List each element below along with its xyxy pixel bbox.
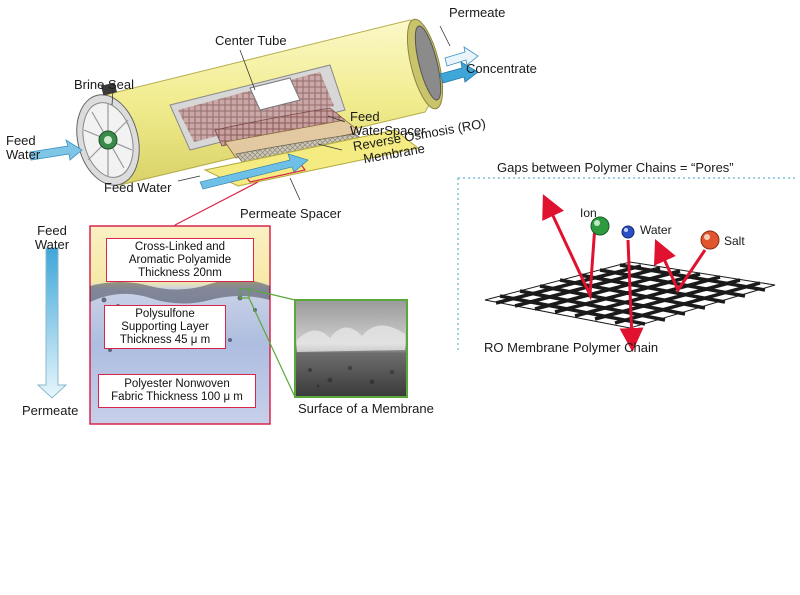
- particle-water: [621, 225, 635, 239]
- leader-lines: [111, 25, 451, 201]
- membrane-micrograph: [294, 299, 408, 398]
- label-brine-seal: Brine Seal: [74, 77, 134, 92]
- label-center-tube: Center Tube: [215, 33, 287, 48]
- flow-arrows: [29, 46, 479, 190]
- layer-polyamide: Cross-Linked and Aromatic Polyamide Thic…: [106, 238, 254, 282]
- particle-salt: [700, 230, 720, 250]
- pores-title: Gaps between Polymer Chains = “Pores”: [497, 160, 734, 175]
- layer-polyester: Polyester Nonwoven Fabric Thickness 100 …: [98, 374, 256, 408]
- permeate-out-arrow: [444, 46, 479, 67]
- label-feed-water-spacer: Feed WaterSpacer: [350, 109, 426, 138]
- label-permeate-top: Permeate: [449, 5, 506, 20]
- label-ion: Ion: [580, 206, 597, 220]
- feed-permeate-arrow: [36, 247, 68, 399]
- label-permeate-cross: Permeate: [22, 403, 79, 418]
- label-feed-water-cross: Feed Water: [34, 223, 70, 252]
- pores-caption: RO Membrane Polymer Chain: [484, 340, 659, 355]
- feed-water-flow-arrow: [199, 153, 309, 190]
- micrograph-connector: [248, 288, 296, 398]
- concentrate-out-arrow: [439, 61, 479, 84]
- pores-panel: [457, 177, 798, 352]
- label-feed-water-left: Feed Water: [6, 133, 41, 162]
- label-water: Water: [640, 223, 672, 237]
- label-salt: Salt: [724, 234, 745, 248]
- label-surface-of-membrane: Surface of a Membrane: [298, 401, 434, 416]
- feed-water-in-arrow: [29, 139, 83, 161]
- layer-polysulfone: Polysulfone Supporting Layer Thickness 4…: [104, 305, 226, 349]
- label-permeate-spacer: Permeate Spacer: [240, 206, 342, 221]
- label-feed-water-bottom: Feed Water: [104, 180, 172, 195]
- ro-module: [76, 18, 444, 187]
- particle-ion: [590, 216, 610, 236]
- label-concentrate: Concentrate: [466, 61, 537, 76]
